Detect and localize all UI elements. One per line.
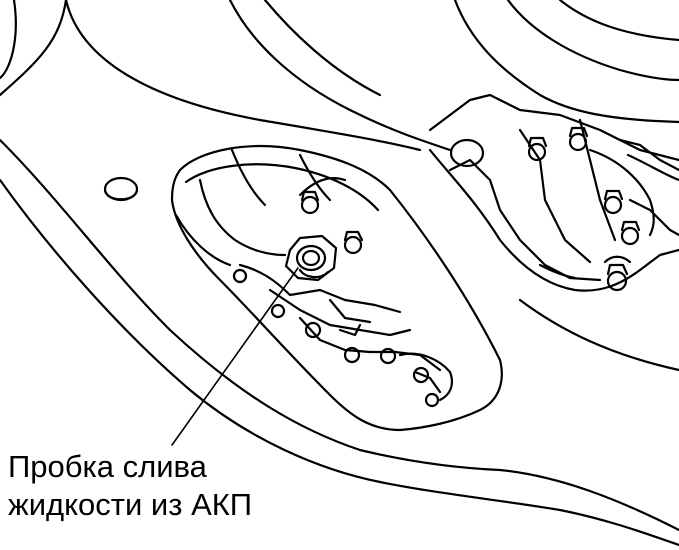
bracket-bolts	[527, 126, 641, 292]
mount-bracket	[428, 93, 679, 292]
oil-pan-recess	[170, 144, 503, 432]
callout-leader-line	[171, 267, 299, 446]
pan-bolts	[232, 177, 440, 408]
callout-line-2: жидкости из АКП	[8, 487, 253, 522]
body-holes	[103, 138, 485, 202]
drain-plug	[284, 234, 338, 282]
callout-line-1: Пробка слива	[8, 449, 207, 484]
drain-plug-callout: Пробка слива жидкости из АКП	[8, 448, 252, 524]
